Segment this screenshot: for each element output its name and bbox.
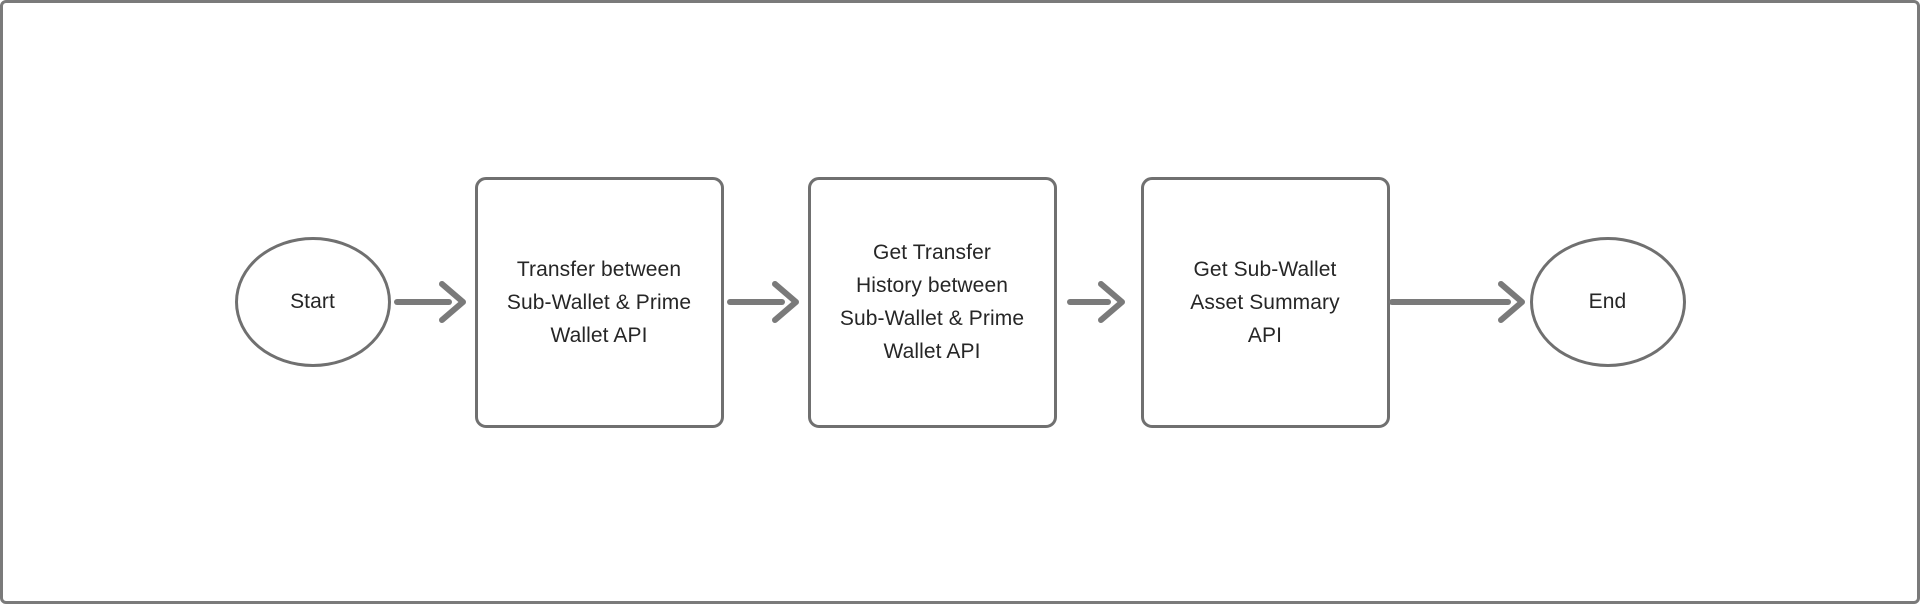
edge-asset-summary-api-to-end[interactable] [1388,272,1530,332]
node-transfer-history-api[interactable]: Get Transfer History between Sub-Wallet … [807,176,1057,428]
node-start-label: Start [290,290,335,314]
node-end-label: End [1588,290,1627,314]
arrow-right-icon [1066,281,1125,323]
node-end[interactable]: End [1529,237,1686,367]
node-asset-summary-api-label: Get Sub-Wallet Asset Summary API [1190,257,1340,347]
edge-transfer-api-to-transfer-history-api[interactable] [724,272,808,332]
edge-transfer-history-api-to-asset-summary-api[interactable] [1057,272,1141,332]
flowchart-flow-row: Start Transfer between Sub-Wallet & Prim… [3,3,1917,601]
node-asset-summary-api[interactable]: Get Sub-Wallet Asset Summary API [1140,176,1390,428]
node-transfer-history-api-label: Get Transfer History between Sub-Wallet … [839,241,1025,363]
arrow-right-icon [726,281,799,323]
edge-start-to-transfer-api[interactable] [391,272,475,332]
node-transfer-api[interactable]: Transfer between Sub-Wallet & Prime Wall… [474,176,724,428]
node-start[interactable]: Start [234,237,391,367]
arrow-right-icon [1388,281,1525,323]
arrow-right-icon [393,281,466,323]
node-transfer-api-label: Transfer between Sub-Wallet & Prime Wall… [506,257,692,347]
